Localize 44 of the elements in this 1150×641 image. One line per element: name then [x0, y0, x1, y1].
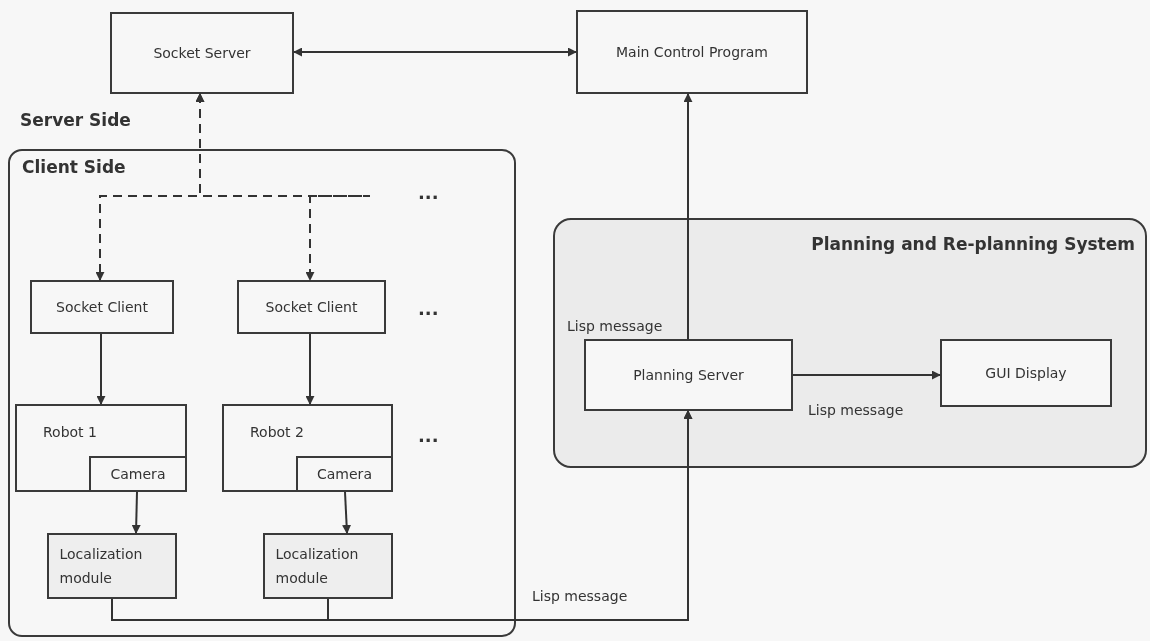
box-label: Robot 2: [250, 424, 304, 440]
box-label: Planning Server: [633, 367, 744, 383]
robot-box: [15, 404, 187, 492]
process-box: [940, 339, 1112, 407]
box-label: Localization module: [275, 545, 360, 588]
arrow: [96, 333, 106, 405]
edge-label: Lisp message: [806, 402, 906, 418]
process-box: [576, 10, 808, 94]
camera-box: [296, 456, 393, 492]
process-box: [584, 339, 793, 411]
box-label: Socket Client: [56, 299, 148, 315]
dashed-arrow: [195, 93, 371, 281]
module-box: [47, 533, 177, 599]
arrow: [342, 491, 352, 534]
arrow: [131, 491, 141, 534]
group-heading: Client Side: [22, 157, 126, 177]
box-label: Socket Server: [153, 45, 251, 61]
arrow: [327, 410, 693, 621]
arrow: [792, 370, 941, 380]
box-label: Camera: [317, 466, 372, 482]
section-heading: Server Side: [20, 110, 131, 130]
arrow: [293, 47, 577, 57]
ellipsis: ...: [418, 425, 439, 446]
box-label: Camera: [110, 466, 166, 482]
group-panel: [8, 149, 516, 637]
box-label: Localization module: [59, 545, 144, 588]
group-heading: Planning and Re-planning System: [811, 234, 1135, 254]
process-box: [237, 280, 386, 334]
edge-label: Lisp message: [565, 318, 665, 334]
ellipsis: ...: [418, 298, 439, 319]
arrow: [305, 333, 315, 405]
ellipsis: ...: [418, 182, 439, 203]
robot-box: [222, 404, 393, 492]
module-box: [263, 533, 393, 599]
group-panel: [553, 218, 1147, 468]
box-label: Robot 1: [43, 424, 97, 440]
process-box: [110, 12, 294, 94]
process-box: [30, 280, 174, 334]
camera-box: [89, 456, 187, 492]
box-label: Socket Client: [265, 299, 358, 315]
box-label: GUI Display: [985, 365, 1067, 381]
edge-label: Lisp message: [530, 588, 630, 604]
box-label: Main Control Program: [616, 44, 768, 60]
arrow: [683, 93, 693, 340]
